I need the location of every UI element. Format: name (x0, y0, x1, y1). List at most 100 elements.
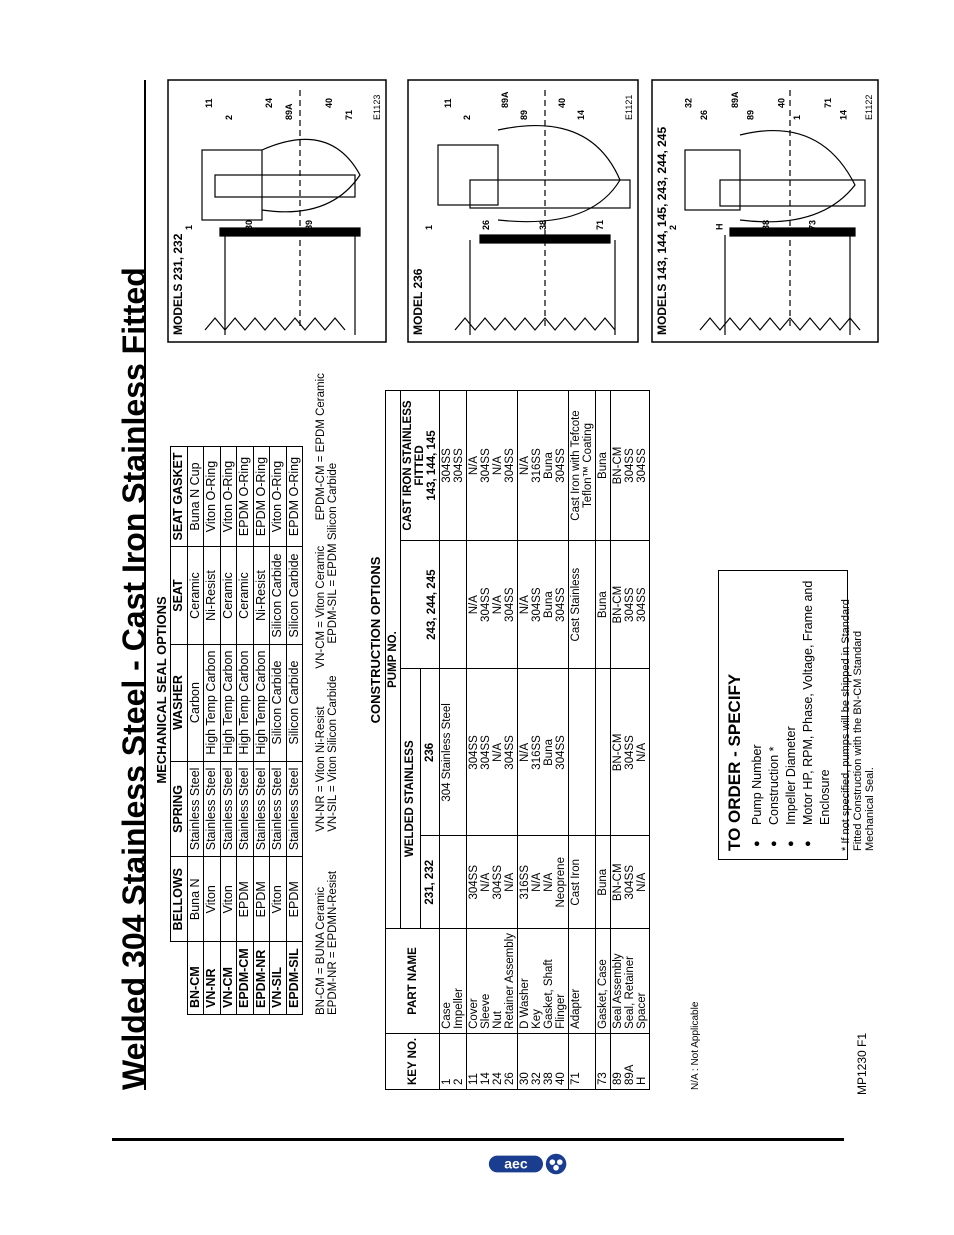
co-cell-line: 32 (531, 1072, 543, 1085)
ms-cell: Silicon Carbide (286, 644, 303, 762)
doc-number: MP1230 F1 (855, 1032, 869, 1095)
ms-cell: BN-CM (187, 941, 204, 1015)
co-cell: Buna (595, 540, 611, 669)
co-cell-line: 304SS (480, 448, 492, 483)
ms-cell: VN-SIL (269, 941, 286, 1015)
co-cell-line (441, 545, 453, 664)
co-cell-line: 11 (468, 1073, 480, 1085)
co-cell-line: 316SS (531, 448, 543, 483)
co-cell-line: 38 (543, 1072, 555, 1085)
ms-cell: EPDM (253, 856, 270, 942)
aeco-logo: aec (488, 1153, 567, 1175)
ms-cell: Buna N (187, 856, 204, 942)
ms-cell: EPDM (236, 856, 253, 942)
co-cell-line: 304SS (636, 587, 648, 622)
rotated-content: Welded 304 Stainless Steel - Cast Iron S… (110, 80, 876, 1090)
ms-cell: Viton (203, 856, 220, 942)
co-cell (439, 540, 467, 669)
header-model-231: 231, 232 (420, 835, 440, 929)
ms-cell: Buna N Cup (187, 446, 204, 547)
co-cell-line: D Washer (519, 978, 531, 1029)
co-cell-line: N/A (504, 872, 516, 892)
ms-cell: Stainless Steel (286, 761, 303, 857)
co-cell-line: 71 (570, 1072, 582, 1085)
co-cell-line: 304SS (624, 735, 636, 770)
ms-cell: Stainless Steel (220, 761, 237, 857)
ms-cell: EPDM O-Ring (286, 446, 303, 547)
co-cell: Adapter (568, 928, 596, 1034)
ms-cell: VN-NR (203, 941, 220, 1015)
co-cell-line (453, 673, 465, 831)
header-key: KEY NO. (385, 1033, 440, 1090)
co-cell-line (597, 673, 609, 831)
mechanical-seal-legend: BN-CM = BUNA Ceramic VN-NR = Viton Ni-Re… (315, 373, 339, 1015)
ms-cell: Viton O-Ring (203, 446, 220, 547)
co-cell-line: 1 (441, 1078, 453, 1085)
order-box: TO ORDER - SPECIFY Pump Number Construct… (718, 570, 876, 860)
co-cell: 73 (595, 1033, 611, 1090)
co-cell-line: 304SS (504, 735, 516, 770)
construction-caption: CONSTRUCTION OPTIONS (368, 556, 383, 724)
ms-cell: High Temp Carbon (220, 644, 237, 762)
co-cell-line: 304 Stainless Steel (441, 703, 453, 802)
order-item: Impeller Diameter (783, 579, 800, 851)
co-cell-line: N/A (468, 595, 480, 615)
co-cell-line: Cast Stainless (570, 567, 582, 642)
legend-item: EPDM-SIL = EPDM Silicon Carbide (327, 462, 339, 644)
header-model-236: 236 (420, 668, 440, 836)
co-cell-line: 304SS (624, 865, 636, 900)
co-cell-line: BN-CM (612, 863, 624, 902)
co-cell-line: Buna (597, 868, 609, 896)
co-cell-line: H (636, 1076, 648, 1085)
co-cell-line: BN-CM (612, 733, 624, 772)
ms-cell: EPDM O-Ring (253, 446, 270, 547)
co-cell-line: Cast Iron (570, 858, 582, 906)
co-cell-line: 304SS (624, 448, 636, 483)
co-cell-line: Nut (492, 1011, 504, 1029)
ms-cell: VN-CM (220, 941, 237, 1015)
ms-header: WASHER (170, 644, 187, 762)
legend-item: VN-NR = Viton Ni-Resist (315, 706, 327, 832)
page-title: Welded 304 Stainless Steel - Cast Iron S… (116, 267, 152, 1090)
ms-cell: Stainless Steel (253, 761, 270, 857)
ms-cell: Viton (269, 856, 286, 942)
co-cell-line: Spacer (636, 992, 648, 1029)
order-title: TO ORDER - SPECIFY (725, 673, 744, 851)
co-cell-line: BN-CM (612, 446, 624, 485)
header-pump: PUMP NO. (385, 390, 401, 929)
ms-header (171, 942, 188, 1015)
header-castiron-label: CAST IRON STAINLESS FITTED (402, 400, 426, 531)
co-cell-line: Case (441, 1002, 453, 1029)
co-cell-line: 89A (624, 1064, 636, 1085)
co-cell-line: N/A (519, 455, 531, 476)
co-cell-line: 316SS (531, 735, 543, 770)
ms-header: BELLOWS (170, 856, 187, 942)
legend-item: VN-SIL = Viton Silicon Carbide (327, 675, 339, 832)
co-cell-line: 316SS (519, 865, 531, 900)
co-cell-line: 304SS (480, 587, 492, 622)
ms-cell: High Temp Carbon (236, 644, 253, 762)
co-cell-line: 304SS (531, 587, 543, 622)
co-cell: Cast Stainless (568, 540, 596, 669)
ms-cell: Silicon Carbide (269, 547, 286, 645)
co-cell: 71 (568, 1033, 596, 1090)
order-item: Pump Number (749, 579, 766, 851)
